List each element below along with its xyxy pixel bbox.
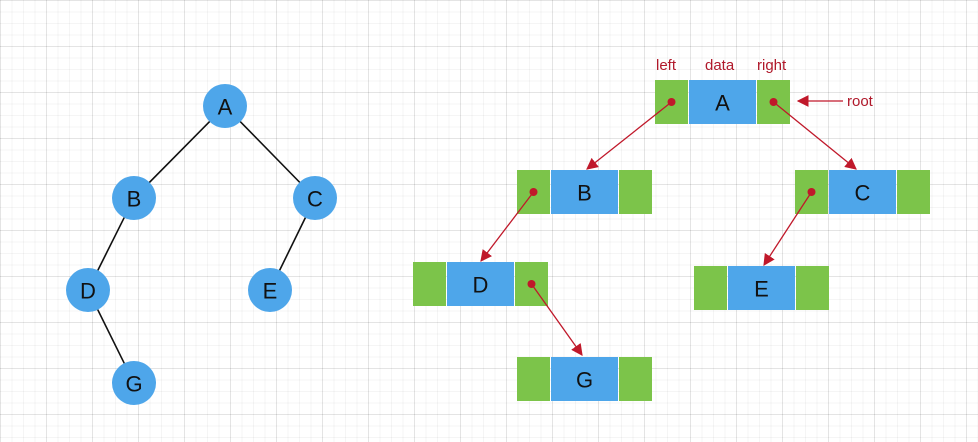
right-pointer-cell [619, 170, 652, 214]
data-cell-label: A [715, 91, 730, 116]
pointer-d-right-to-g [527, 280, 583, 356]
linked-pointers [480, 98, 857, 356]
data-cell-label: B [577, 181, 592, 206]
data-cell [551, 357, 618, 401]
linked-node-g: G [517, 357, 652, 401]
pointer-a-left-to-b [586, 98, 676, 170]
pointer-arrow [480, 191, 535, 262]
data-cell [551, 170, 618, 214]
pointer-a-right-to-c [769, 98, 857, 170]
caption-left: left [656, 57, 677, 74]
pointer-arrow [530, 283, 583, 356]
tree-node-circle [112, 361, 156, 405]
left-pointer-cell [694, 266, 727, 310]
caption-root: root [847, 93, 874, 110]
linked-nodes: A B C D E G [413, 80, 930, 401]
tree-edges [87, 105, 316, 384]
tree-node-d: D [66, 268, 110, 312]
tree-node-label: C [307, 187, 323, 212]
data-cell [689, 80, 756, 124]
tree-node-circle [66, 268, 110, 312]
linked-node-e: E [694, 266, 829, 310]
linked-captions: left data right root [656, 57, 874, 110]
pointer-c-left-to-e [763, 188, 816, 266]
tree-node-label: E [263, 279, 278, 304]
linked-node-d: D [413, 262, 548, 306]
tree-node-label: G [125, 372, 142, 397]
tree-node-circle [112, 176, 156, 220]
data-cell-label: C [855, 181, 871, 206]
data-cell-label: D [473, 273, 489, 298]
tree-node-circle [293, 176, 337, 220]
right-pointer-cell [619, 357, 652, 401]
pointer-arrow [586, 101, 672, 170]
tree-node-b: B [112, 176, 156, 220]
right-pointer-cell [796, 266, 829, 310]
pointer-arrow [773, 101, 857, 170]
data-cell [728, 266, 795, 310]
data-cell-label: E [754, 277, 769, 302]
data-cell [447, 262, 514, 306]
caption-data: data [705, 57, 735, 74]
tree-node-label: B [127, 187, 142, 212]
tree-node-c: C [293, 176, 337, 220]
tree-node-label: D [80, 279, 96, 304]
tree-node-e: E [248, 268, 292, 312]
left-pointer-cell [517, 357, 550, 401]
left-pointer-cell [413, 262, 446, 306]
tree-nodes: A B C D E G [66, 84, 337, 405]
tree-node-g: G [112, 361, 156, 405]
tree-node-label: A [218, 95, 233, 120]
caption-right: right [757, 57, 787, 74]
data-cell-label: G [576, 368, 593, 393]
right-pointer-cell [897, 170, 930, 214]
pointer-arrow [763, 191, 813, 266]
tree-node-circle [248, 268, 292, 312]
data-cell [829, 170, 896, 214]
tree-node-circle [203, 84, 247, 128]
pointer-b-left-to-d [480, 188, 538, 262]
tree-node-a: A [203, 84, 247, 128]
